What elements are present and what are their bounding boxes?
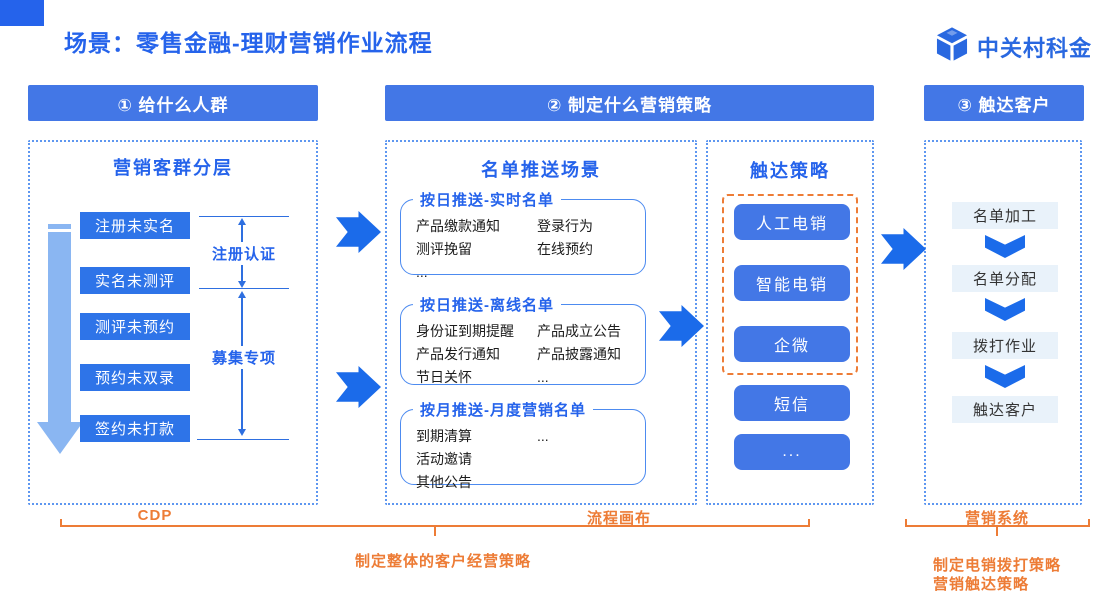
panel-push-scenarios: 名单推送场景 按日推送-实时名单 产品缴款通知 测评挽留 ... 登录行为 在线… bbox=[385, 140, 697, 505]
push-group-daily-realtime: 按日推送-实时名单 产品缴款通知 测评挽留 ... 登录行为 在线预约 bbox=[400, 189, 646, 280]
push-item: 节日关怀 bbox=[416, 369, 472, 385]
flow-step: 触达客户 bbox=[952, 396, 1058, 423]
push-group-daily-offline: 按日推送-离线名单 身份证到期提醒 产品发行通知 节日关怀 产品成立公告 产品披… bbox=[400, 294, 646, 385]
page-title: 场景：零售金融-理财营销作业流程 bbox=[64, 30, 433, 56]
column-header-audience: ① 给什么人群 bbox=[28, 85, 318, 121]
bracket-label-registration: 注册认证 bbox=[210, 242, 279, 265]
footer-note-right: 制定电销拨打策略 营销触达策略 bbox=[933, 556, 1061, 594]
segment-box: 测评未预约 bbox=[80, 313, 190, 340]
panel-outbound-flow: 名单加工 名单分配 拨打作业 触达客户 bbox=[924, 140, 1082, 505]
segment-box: 注册未实名 bbox=[80, 212, 190, 239]
flow-step: 名单加工 bbox=[952, 202, 1058, 229]
bracket-label-fundraising: 募集专项 bbox=[210, 346, 279, 369]
highlight-dashed-box bbox=[722, 194, 858, 375]
flow-step: 拨打作业 bbox=[952, 332, 1058, 359]
bracket-tick bbox=[996, 527, 998, 536]
segment-box: 签约未打款 bbox=[80, 415, 190, 442]
push-title: 名单推送场景 bbox=[481, 160, 601, 180]
logo-cube-icon bbox=[933, 25, 971, 68]
segment-box: 预约未双录 bbox=[80, 364, 190, 391]
push-item: 活动邀请 bbox=[416, 451, 472, 467]
reach-title: 触达策略 bbox=[750, 161, 830, 181]
push-item: 登录行为 bbox=[537, 218, 593, 234]
reach-channel-ai-telesales: 智能电销 bbox=[734, 265, 850, 301]
push-item: ... bbox=[416, 264, 428, 280]
funnel-arrow-head-icon bbox=[37, 422, 83, 454]
push-item: 测评挽留 bbox=[416, 241, 472, 257]
cdp-canvas-bracket bbox=[60, 519, 810, 527]
footer-label-cdp: CDP bbox=[137, 507, 173, 524]
panel-segmentation: 营销客群分层 注册未实名 实名未测评 测评未预约 预约未双录 签约未打款 注册认… bbox=[28, 140, 318, 505]
company-logo: 中关村科金 bbox=[933, 25, 1092, 68]
logo-text: 中关村科金 bbox=[977, 35, 1093, 61]
push-item: 到期清算 bbox=[416, 428, 472, 444]
push-item: 身份证到期提醒 bbox=[416, 323, 514, 339]
down-arrow-icon bbox=[985, 235, 1025, 258]
push-group-monthly: 按月推送-月度营销名单 到期清算 活动邀请 其他公告 ... bbox=[400, 399, 646, 490]
bracket-line bbox=[197, 439, 289, 440]
bracket-line bbox=[199, 216, 289, 217]
push-item: ... bbox=[537, 369, 549, 385]
funnel-arrow-icon bbox=[48, 224, 71, 229]
flow-step: 名单分配 bbox=[952, 265, 1058, 292]
reach-channel-more: ... bbox=[734, 434, 850, 470]
push-item: ... bbox=[537, 428, 549, 444]
down-arrow-icon bbox=[985, 298, 1025, 321]
funnel-arrow-icon bbox=[48, 232, 71, 422]
right-arrow-icon bbox=[336, 366, 381, 408]
bracket-line bbox=[199, 288, 289, 289]
push-item: 产品成立公告 bbox=[537, 323, 621, 339]
segmentation-title: 营销客群分层 bbox=[113, 158, 233, 178]
segment-box: 实名未测评 bbox=[80, 267, 190, 294]
right-arrow-icon bbox=[336, 211, 381, 253]
push-group-title: 按日推送-离线名单 bbox=[413, 294, 561, 315]
column-header-strategy: ② 制定什么营销策略 bbox=[385, 85, 874, 121]
title-accent-bar bbox=[0, 0, 44, 26]
arrowhead-down-icon bbox=[238, 429, 246, 436]
push-item: 其他公告 bbox=[416, 474, 472, 490]
push-item: 产品缴款通知 bbox=[416, 218, 500, 234]
right-arrow-icon bbox=[881, 228, 926, 270]
panel-reach-strategy: 触达策略 人工电销 智能电销 企微 短信 ... bbox=[706, 140, 874, 505]
down-arrow-icon bbox=[985, 365, 1025, 388]
footer-note-right-line2: 营销触达策略 bbox=[933, 576, 1030, 593]
bracket-tick bbox=[434, 527, 436, 536]
reach-channel-sms: 短信 bbox=[734, 385, 850, 421]
push-item: 在线预约 bbox=[537, 241, 593, 257]
push-group-title: 按月推送-月度营销名单 bbox=[413, 399, 593, 420]
arrowhead-down-icon bbox=[238, 281, 246, 288]
reach-channel-manual-telesales: 人工电销 bbox=[734, 204, 850, 240]
push-item: 产品发行通知 bbox=[416, 346, 500, 362]
push-item: 产品披露通知 bbox=[537, 346, 621, 362]
footer-label-marketing-system: 营销系统 bbox=[964, 510, 1029, 527]
footer-label-canvas: 流程画布 bbox=[586, 510, 651, 527]
footer-note-center: 制定整体的客户经营策略 bbox=[355, 553, 532, 570]
reach-channel-wecom: 企微 bbox=[734, 326, 850, 362]
footer-note-right-line1: 制定电销拨打策略 bbox=[933, 557, 1062, 574]
push-group-title: 按日推送-实时名单 bbox=[413, 189, 561, 210]
arrowhead-up-icon bbox=[238, 291, 246, 298]
column-header-reach: ③ 触达客户 bbox=[924, 85, 1084, 121]
arrowhead-up-icon bbox=[238, 218, 246, 225]
marketing-system-bracket bbox=[905, 519, 1090, 527]
